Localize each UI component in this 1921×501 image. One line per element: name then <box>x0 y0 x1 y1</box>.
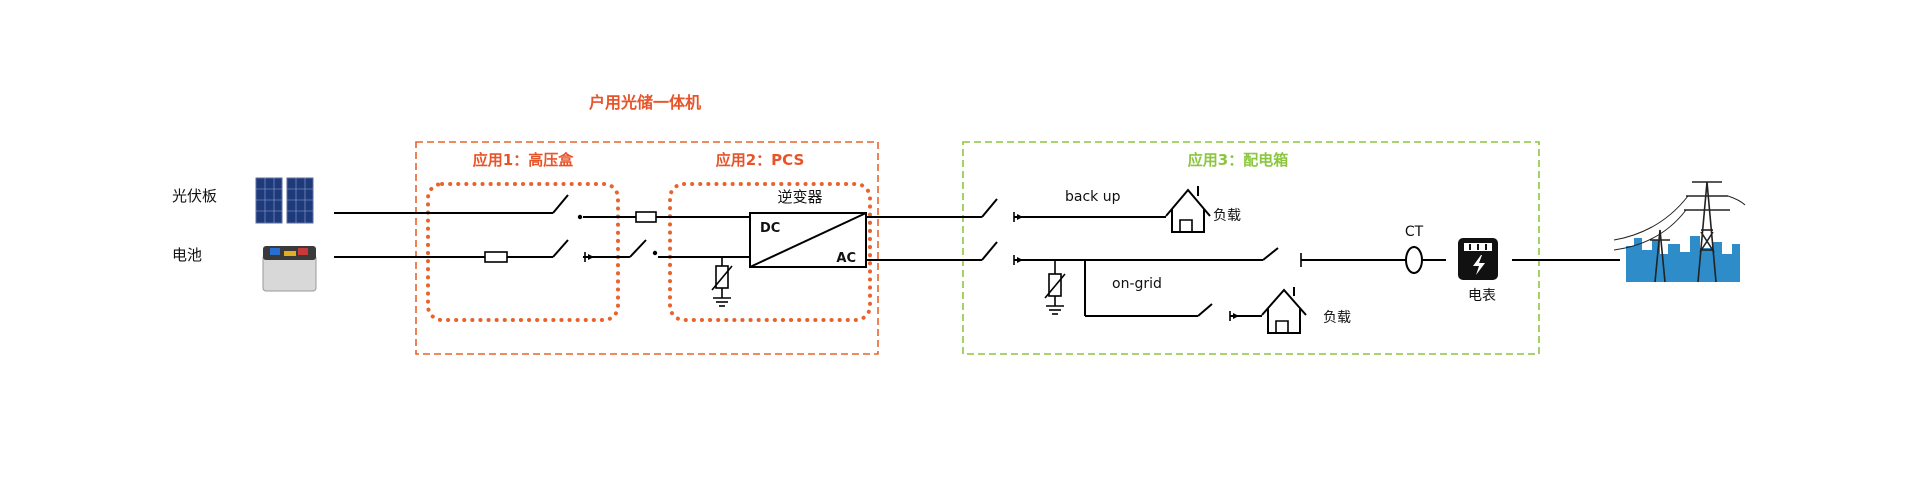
switch-icon <box>577 212 1302 321</box>
pv-label: 光伏板 <box>172 187 217 205</box>
load-label-ongrid: 负载 <box>1323 310 1351 326</box>
backup-label: back up <box>1065 189 1121 205</box>
integrated-unit-box <box>415 141 879 355</box>
house-icon <box>1165 186 1211 233</box>
app1-label: 应用1：高压盒 <box>473 151 574 169</box>
ct-label: CT <box>1405 224 1424 240</box>
varistor-icon <box>711 257 733 298</box>
meter-icon <box>1458 238 1498 280</box>
house-icon <box>1261 287 1307 334</box>
battery-label: 电池 <box>172 246 202 264</box>
fuse-icon <box>635 211 657 223</box>
solar-panel-icon <box>255 177 314 224</box>
app2-label: 应用2：PCS <box>716 151 805 169</box>
ct-sensor <box>1405 246 1423 274</box>
app3-label: 应用3：配电箱 <box>1188 151 1288 169</box>
fuse-icon <box>484 251 508 263</box>
inverter-dc-label: DC <box>760 221 780 236</box>
inverter-block <box>749 212 867 268</box>
load-label-backup: 负载 <box>1213 208 1241 224</box>
varistor-icon <box>1044 260 1066 306</box>
ground-icon <box>713 297 731 307</box>
inverter-label: 逆变器 <box>777 188 822 206</box>
wiring <box>334 194 1620 317</box>
hv-box-frame <box>426 182 620 322</box>
ground-icon <box>1046 305 1064 315</box>
battery-icon <box>262 246 317 292</box>
power-tower-icon <box>1613 181 1746 283</box>
diagram-title: 户用光储一体机 <box>589 93 701 112</box>
distribution-box-frame <box>962 141 1540 355</box>
meter-label: 电表 <box>1468 288 1496 304</box>
inverter-ac-label: AC <box>836 251 856 266</box>
ongrid-label: on-grid <box>1112 276 1162 292</box>
